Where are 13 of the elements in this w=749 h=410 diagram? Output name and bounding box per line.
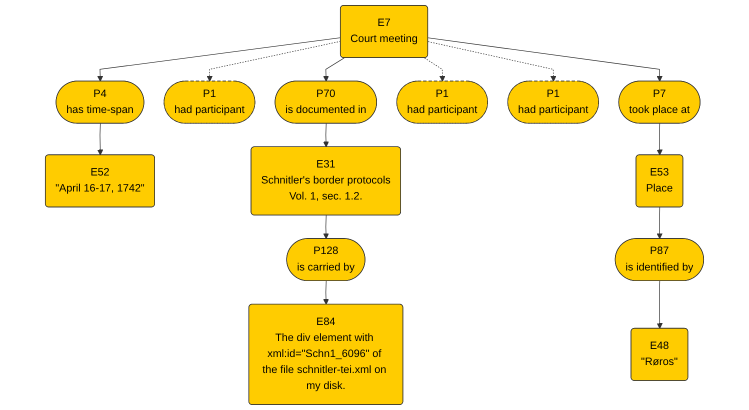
arrow bbox=[656, 280, 663, 329]
arrow bbox=[323, 123, 329, 148]
arrow bbox=[428, 38, 663, 82]
arrow bbox=[323, 280, 329, 305]
arrow bbox=[428, 41, 556, 82]
arrow bbox=[323, 58, 345, 82]
arrow bbox=[424, 58, 446, 82]
arrow bbox=[323, 215, 329, 240]
arrow bbox=[656, 207, 663, 240]
arrow bbox=[656, 123, 663, 156]
arrow bbox=[97, 37, 341, 82]
arrow bbox=[97, 123, 104, 156]
arrow bbox=[206, 40, 341, 82]
